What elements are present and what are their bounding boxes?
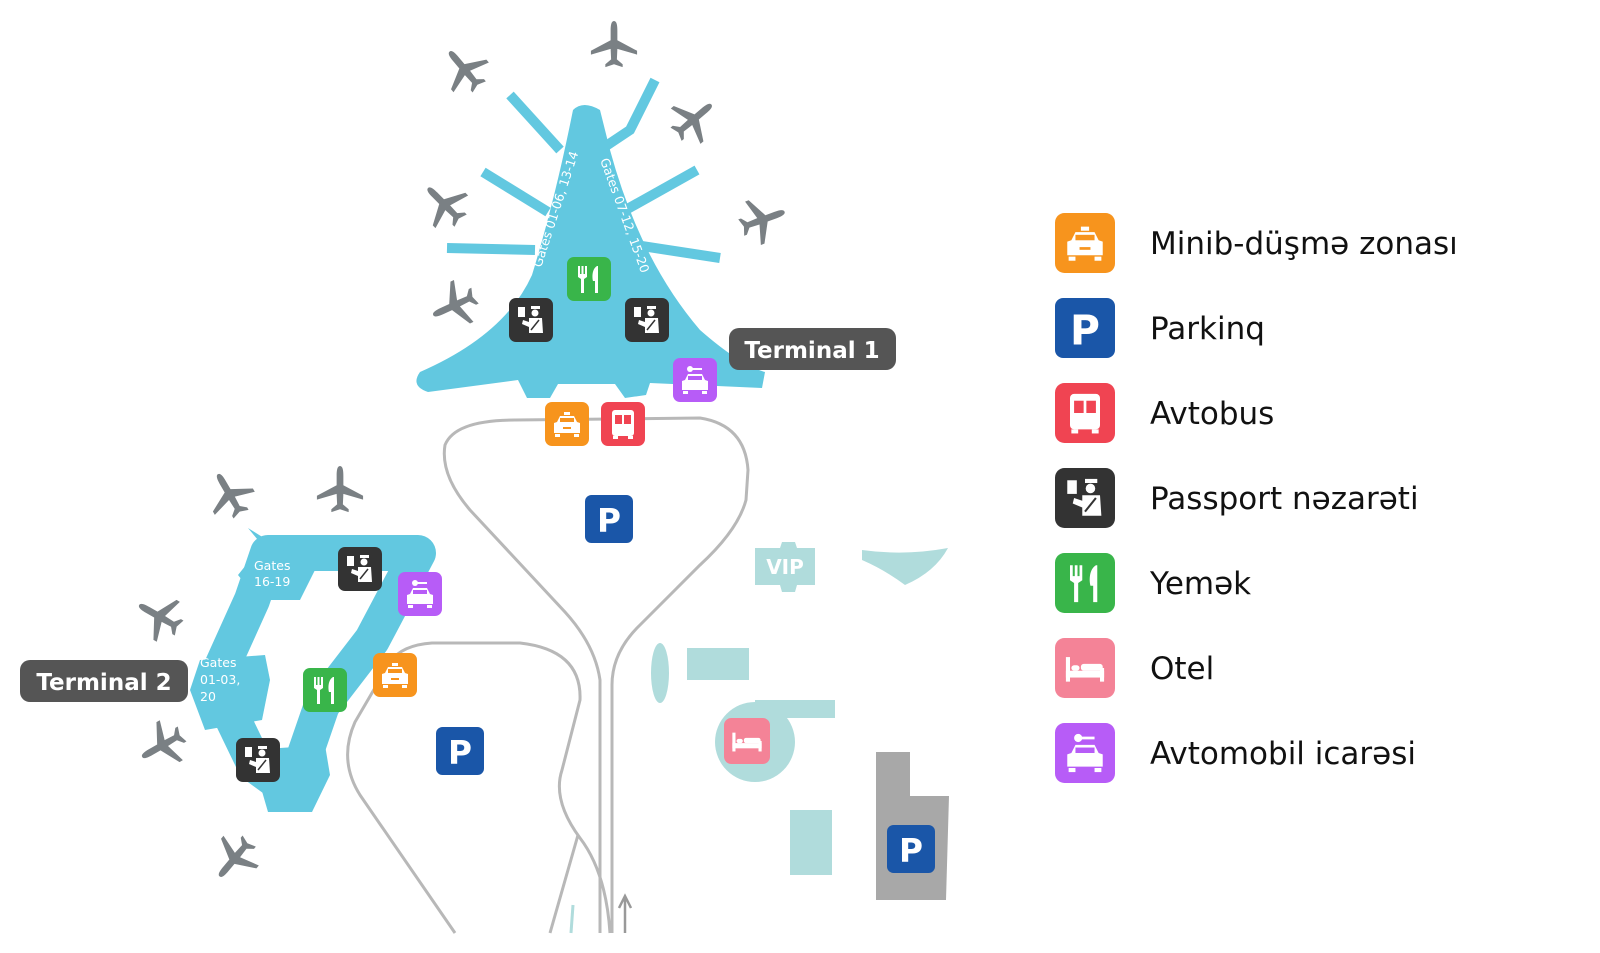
passport-control-icon[interactable] xyxy=(625,298,669,342)
car-rental-icon[interactable] xyxy=(673,358,717,402)
hotel-icon xyxy=(1055,638,1115,698)
plane-icon xyxy=(431,36,497,102)
building xyxy=(687,648,749,680)
legend-item-hotel: Otel xyxy=(1055,638,1214,698)
road-terminal1-loop xyxy=(442,416,750,933)
roads xyxy=(346,416,750,934)
road-branch xyxy=(548,834,580,934)
terminal-1-label-text: Terminal 1 xyxy=(744,338,879,364)
plane-icon xyxy=(733,190,793,250)
plane-icon xyxy=(316,465,364,513)
terminal-1: Gates 01-06, 13-14 Gates 07-12, 15-20 xyxy=(416,77,765,398)
vip-label: VIP xyxy=(766,555,804,579)
plane-icon xyxy=(201,826,267,892)
car-rental-icon[interactable] xyxy=(398,572,442,616)
parking-icon[interactable] xyxy=(436,727,484,775)
vip-terminal xyxy=(755,542,815,592)
building xyxy=(651,643,669,703)
legend: Minib-düşmə zonası Parkinq Avtobus Passp… xyxy=(1055,213,1458,783)
passport-control-icon[interactable] xyxy=(338,547,382,591)
legend-item-food: Yemək xyxy=(1055,553,1251,613)
plane-icon xyxy=(411,171,477,237)
food-icon[interactable] xyxy=(567,257,611,301)
passport-control-icon xyxy=(1055,468,1115,528)
parking-icon[interactable] xyxy=(887,825,935,873)
building-triangle xyxy=(862,548,948,585)
terminal-1-label[interactable]: Terminal 1 xyxy=(729,328,896,370)
bus-icon xyxy=(1055,383,1115,443)
legend-item-dropoff: Minib-düşmə zonası xyxy=(1055,213,1458,273)
parking-icon[interactable] xyxy=(585,495,633,543)
building xyxy=(790,810,832,875)
legend-label: Parkinq xyxy=(1150,311,1265,347)
plane-icon xyxy=(423,274,485,337)
taxi-icon[interactable] xyxy=(545,402,589,446)
legend-label: Otel xyxy=(1150,651,1214,687)
bus-icon[interactable] xyxy=(601,402,645,446)
road-marker xyxy=(569,904,575,934)
terminal-1-building xyxy=(416,105,765,398)
legend-label: Yemək xyxy=(1149,566,1251,602)
plane-icon xyxy=(197,462,262,526)
food-icon xyxy=(1055,553,1115,613)
legend-label: Avtobus xyxy=(1150,396,1274,432)
legend-item-bus: Avtobus xyxy=(1055,383,1274,443)
hotel-icon[interactable] xyxy=(724,718,770,764)
terminal-2-label[interactable]: Terminal 2 xyxy=(20,660,188,702)
legend-label: Passport nəzarəti xyxy=(1150,481,1419,517)
legend-label: Minib-düşmə zonası xyxy=(1150,226,1458,262)
terminal-2-label-text: Terminal 2 xyxy=(36,670,171,696)
car-rental-icon xyxy=(1055,723,1115,783)
direction-arrow-icon xyxy=(617,893,633,933)
legend-label: Avtomobil icarəsi xyxy=(1150,736,1416,772)
plane-icon xyxy=(130,713,194,778)
taxi-icon[interactable] xyxy=(373,653,417,697)
parking-icon xyxy=(1055,298,1115,358)
plane-icon xyxy=(590,20,638,68)
legend-item-passport: Passport nəzarəti xyxy=(1055,468,1419,528)
terminal-2-hub xyxy=(190,655,270,730)
food-icon[interactable] xyxy=(303,668,347,712)
passport-control-icon[interactable] xyxy=(509,298,553,342)
legend-item-parking: Parkinq xyxy=(1055,298,1265,358)
plane-icon xyxy=(127,584,191,649)
taxi-icon xyxy=(1055,213,1115,273)
road-terminal2-loop xyxy=(346,641,612,934)
passport-control-icon[interactable] xyxy=(236,738,280,782)
plane-icon xyxy=(661,86,727,152)
legend-item-car-rental: Avtomobil icarəsi xyxy=(1055,723,1416,783)
terminal-2-pier xyxy=(238,528,315,600)
